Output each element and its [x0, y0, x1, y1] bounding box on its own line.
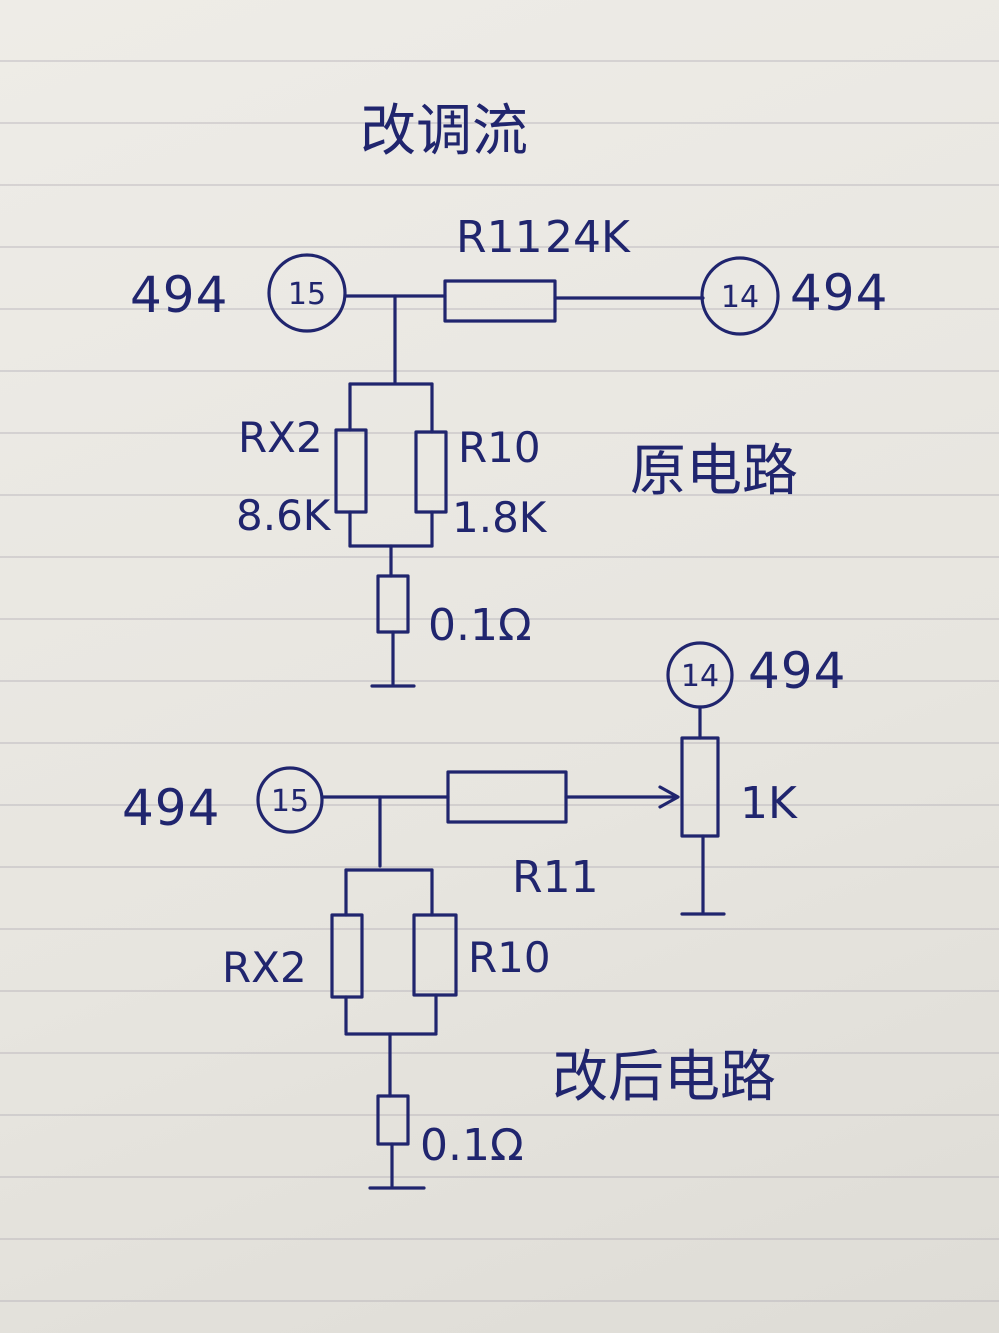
mod-rx2-resistor	[330, 913, 364, 999]
mod-rx2-name: RX2	[222, 943, 307, 992]
orig-r11-value: 24K	[545, 212, 631, 263]
mod-pin15-label: 15	[271, 784, 309, 819]
orig-right-ic-label: 494	[790, 264, 888, 322]
mod-pot-resistor	[680, 736, 720, 838]
orig-shunt-value: 0.1Ω	[428, 600, 532, 651]
mod-r10-resistor	[412, 913, 458, 997]
orig-parallel-legs-bottom	[348, 510, 434, 548]
orig-r11-name: R11	[456, 212, 543, 263]
orig-parallel-legs-top	[348, 382, 434, 434]
mod-caption: 改后电路	[552, 1045, 776, 1110]
mod-r10-name: R10	[468, 933, 551, 982]
mod-top-ic-label: 494	[748, 642, 846, 700]
orig-r10-value: 1.8K	[452, 493, 548, 542]
mod-r11-name: R11	[512, 852, 599, 903]
mod-wiper-arrow	[658, 785, 680, 809]
orig-r10-resistor	[414, 430, 448, 514]
mod-pin14-label: 14	[681, 659, 719, 694]
mod-left-ic-label: 494	[122, 779, 220, 837]
orig-left-ic-label: 494	[130, 266, 228, 324]
mod-r11-resistor	[446, 770, 568, 824]
orig-r10-name: R10	[458, 423, 541, 472]
orig-pin14-label: 14	[721, 280, 759, 315]
orig-pin15-label: 15	[288, 277, 326, 312]
orig-shunt-resistor	[376, 574, 410, 634]
orig-r11-resistor	[443, 279, 557, 323]
mod-parallel-legs-top	[344, 868, 434, 917]
mod-shunt-value: 0.1Ω	[420, 1120, 524, 1171]
mod-shunt-resistor	[376, 1094, 410, 1146]
page-title: 改调流	[360, 99, 528, 164]
orig-pin14-circle	[700, 256, 780, 336]
mod-pin15-circle	[256, 766, 324, 834]
orig-rx2-name: RX2	[238, 413, 323, 462]
orig-rx2-value: 8.6K	[236, 491, 332, 540]
original-circuit: 494 15 R11 24K 14 494 RX2 8.6K R10 1.8K …	[130, 212, 888, 688]
orig-pin15-circle	[267, 253, 347, 333]
orig-rx2-resistor	[334, 428, 368, 514]
orig-caption: 原电路	[630, 439, 798, 504]
modified-circuit: 494 15 R11 14 494 1K RX2 R10 0.1Ω	[122, 641, 846, 1190]
mod-pot-value: 1K	[740, 778, 798, 829]
mod-parallel-legs-bottom	[344, 993, 438, 1034]
